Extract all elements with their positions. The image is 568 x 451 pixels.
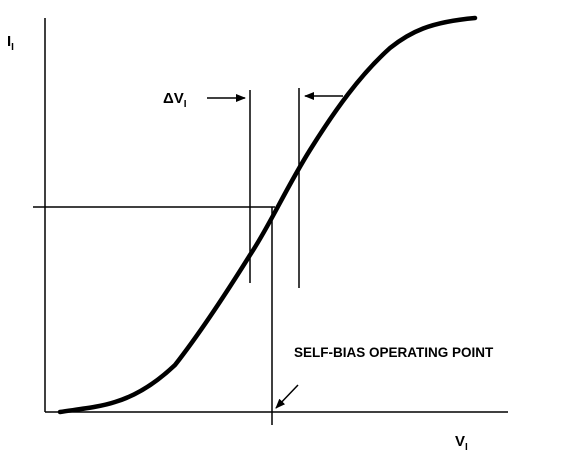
delta-v-label: ΔVI — [163, 90, 187, 110]
operating-point-label: SELF-BIAS OPERATING POINT — [294, 345, 494, 360]
operating-point-arrow — [275, 384, 299, 409]
transfer-curve — [57, 15, 478, 415]
x-axis-label: VI — [455, 433, 468, 451]
y-axis-label: II — [7, 33, 14, 53]
